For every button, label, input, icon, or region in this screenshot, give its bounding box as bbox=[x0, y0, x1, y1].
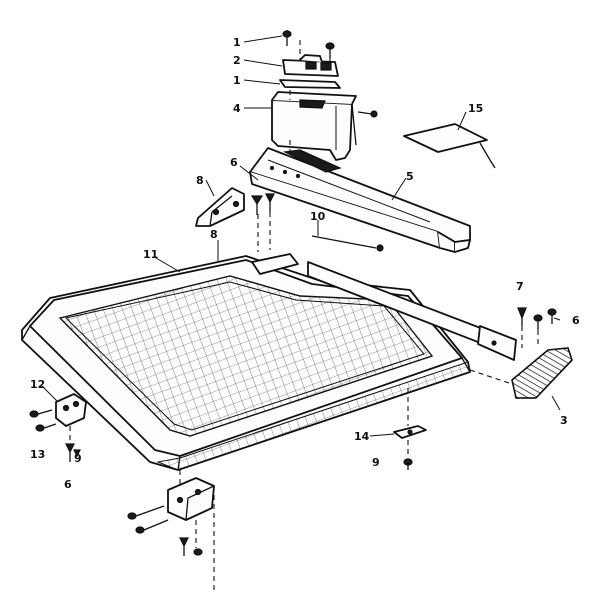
callout-1-top: 1 bbox=[233, 36, 241, 49]
callout-15: 15 bbox=[468, 102, 483, 115]
callout-13: 13 bbox=[30, 448, 45, 461]
screw-top-right bbox=[325, 42, 335, 58]
housing-part bbox=[271, 90, 357, 161]
bracket-part-left bbox=[195, 187, 245, 227]
callout-6-upper: 6 bbox=[230, 156, 238, 169]
callout-2: 2 bbox=[233, 54, 241, 67]
callout-12: 12 bbox=[30, 378, 45, 391]
callout-6-lower: 6 bbox=[64, 478, 72, 491]
grille-part bbox=[511, 347, 573, 399]
assembly-lines bbox=[69, 40, 539, 593]
callout-leaders bbox=[41, 35, 561, 437]
callout-10: 10 bbox=[310, 210, 326, 223]
callout-9-bottom: 9 bbox=[372, 456, 380, 469]
screw-housing bbox=[357, 110, 378, 118]
rear-rail-part bbox=[307, 261, 517, 361]
control-panel-part bbox=[249, 147, 471, 253]
screw-6-right-b bbox=[547, 308, 557, 324]
latch-part bbox=[282, 54, 339, 77]
screws-bottom bbox=[127, 505, 203, 556]
hinge-part-bottom bbox=[167, 477, 215, 521]
callout-6-right: 6 bbox=[572, 314, 580, 327]
screw-top-left bbox=[282, 30, 292, 46]
main-top-panel-part bbox=[21, 253, 471, 471]
callout-9-left: 9 bbox=[74, 452, 82, 465]
callout-8-lower: 8 bbox=[210, 228, 218, 241]
cover-plate-part bbox=[403, 123, 496, 169]
screws-13 bbox=[29, 409, 57, 432]
callout-1-gasket: 1 bbox=[233, 74, 241, 87]
clip-part-14 bbox=[393, 425, 427, 439]
rod-part bbox=[311, 235, 384, 252]
callout-3: 3 bbox=[560, 414, 568, 427]
fastener-pair-6 bbox=[250, 193, 275, 215]
screw-7 bbox=[517, 307, 527, 326]
screw-9-bottom bbox=[403, 458, 413, 470]
callout-4: 4 bbox=[233, 102, 241, 115]
screw-6-right-a bbox=[533, 314, 543, 330]
callout-5: 5 bbox=[406, 170, 414, 183]
callout-7: 7 bbox=[516, 280, 524, 293]
gasket-part bbox=[279, 79, 341, 89]
callout-11: 11 bbox=[143, 248, 158, 261]
fasteners-9-left bbox=[65, 443, 81, 462]
hinge-part-left bbox=[55, 393, 87, 427]
callout-14: 14 bbox=[354, 430, 370, 443]
callout-8-upper: 8 bbox=[196, 174, 204, 187]
